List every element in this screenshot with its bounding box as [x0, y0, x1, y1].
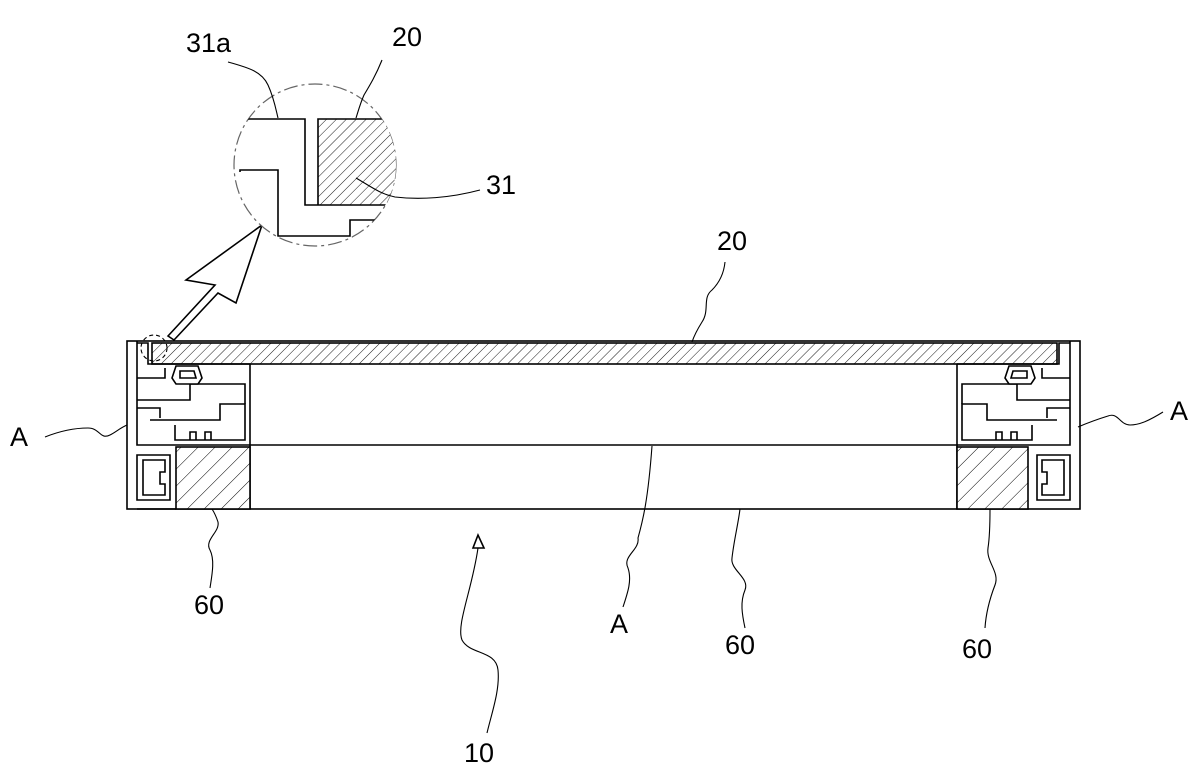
left-spacer — [176, 447, 250, 509]
leader-lines — [45, 60, 1163, 733]
glass-panel — [152, 343, 1057, 364]
label-60-center: 60 — [725, 630, 755, 660]
label-20-detail: 20 — [392, 22, 422, 52]
right-frame-profile — [957, 341, 1070, 509]
labels: 31a 20 31 20 A A A 60 60 60 10 — [10, 22, 1188, 768]
main-assembly — [127, 335, 1080, 509]
detail-arrow — [168, 225, 262, 340]
right-spacer — [957, 447, 1028, 509]
outer-frame — [127, 341, 1080, 509]
label-a-right: A — [1170, 396, 1188, 426]
label-31: 31 — [486, 170, 516, 200]
detail-view — [232, 84, 400, 246]
label-a-left: A — [10, 422, 28, 452]
label-60-right: 60 — [962, 634, 992, 664]
label-60-left: 60 — [194, 590, 224, 620]
label-20-glass: 20 — [717, 226, 747, 256]
detail-glass — [318, 119, 398, 205]
label-31a: 31a — [186, 28, 232, 58]
left-frame-profile — [137, 341, 250, 509]
label-a-center: A — [610, 609, 628, 639]
label-10: 10 — [464, 738, 494, 768]
